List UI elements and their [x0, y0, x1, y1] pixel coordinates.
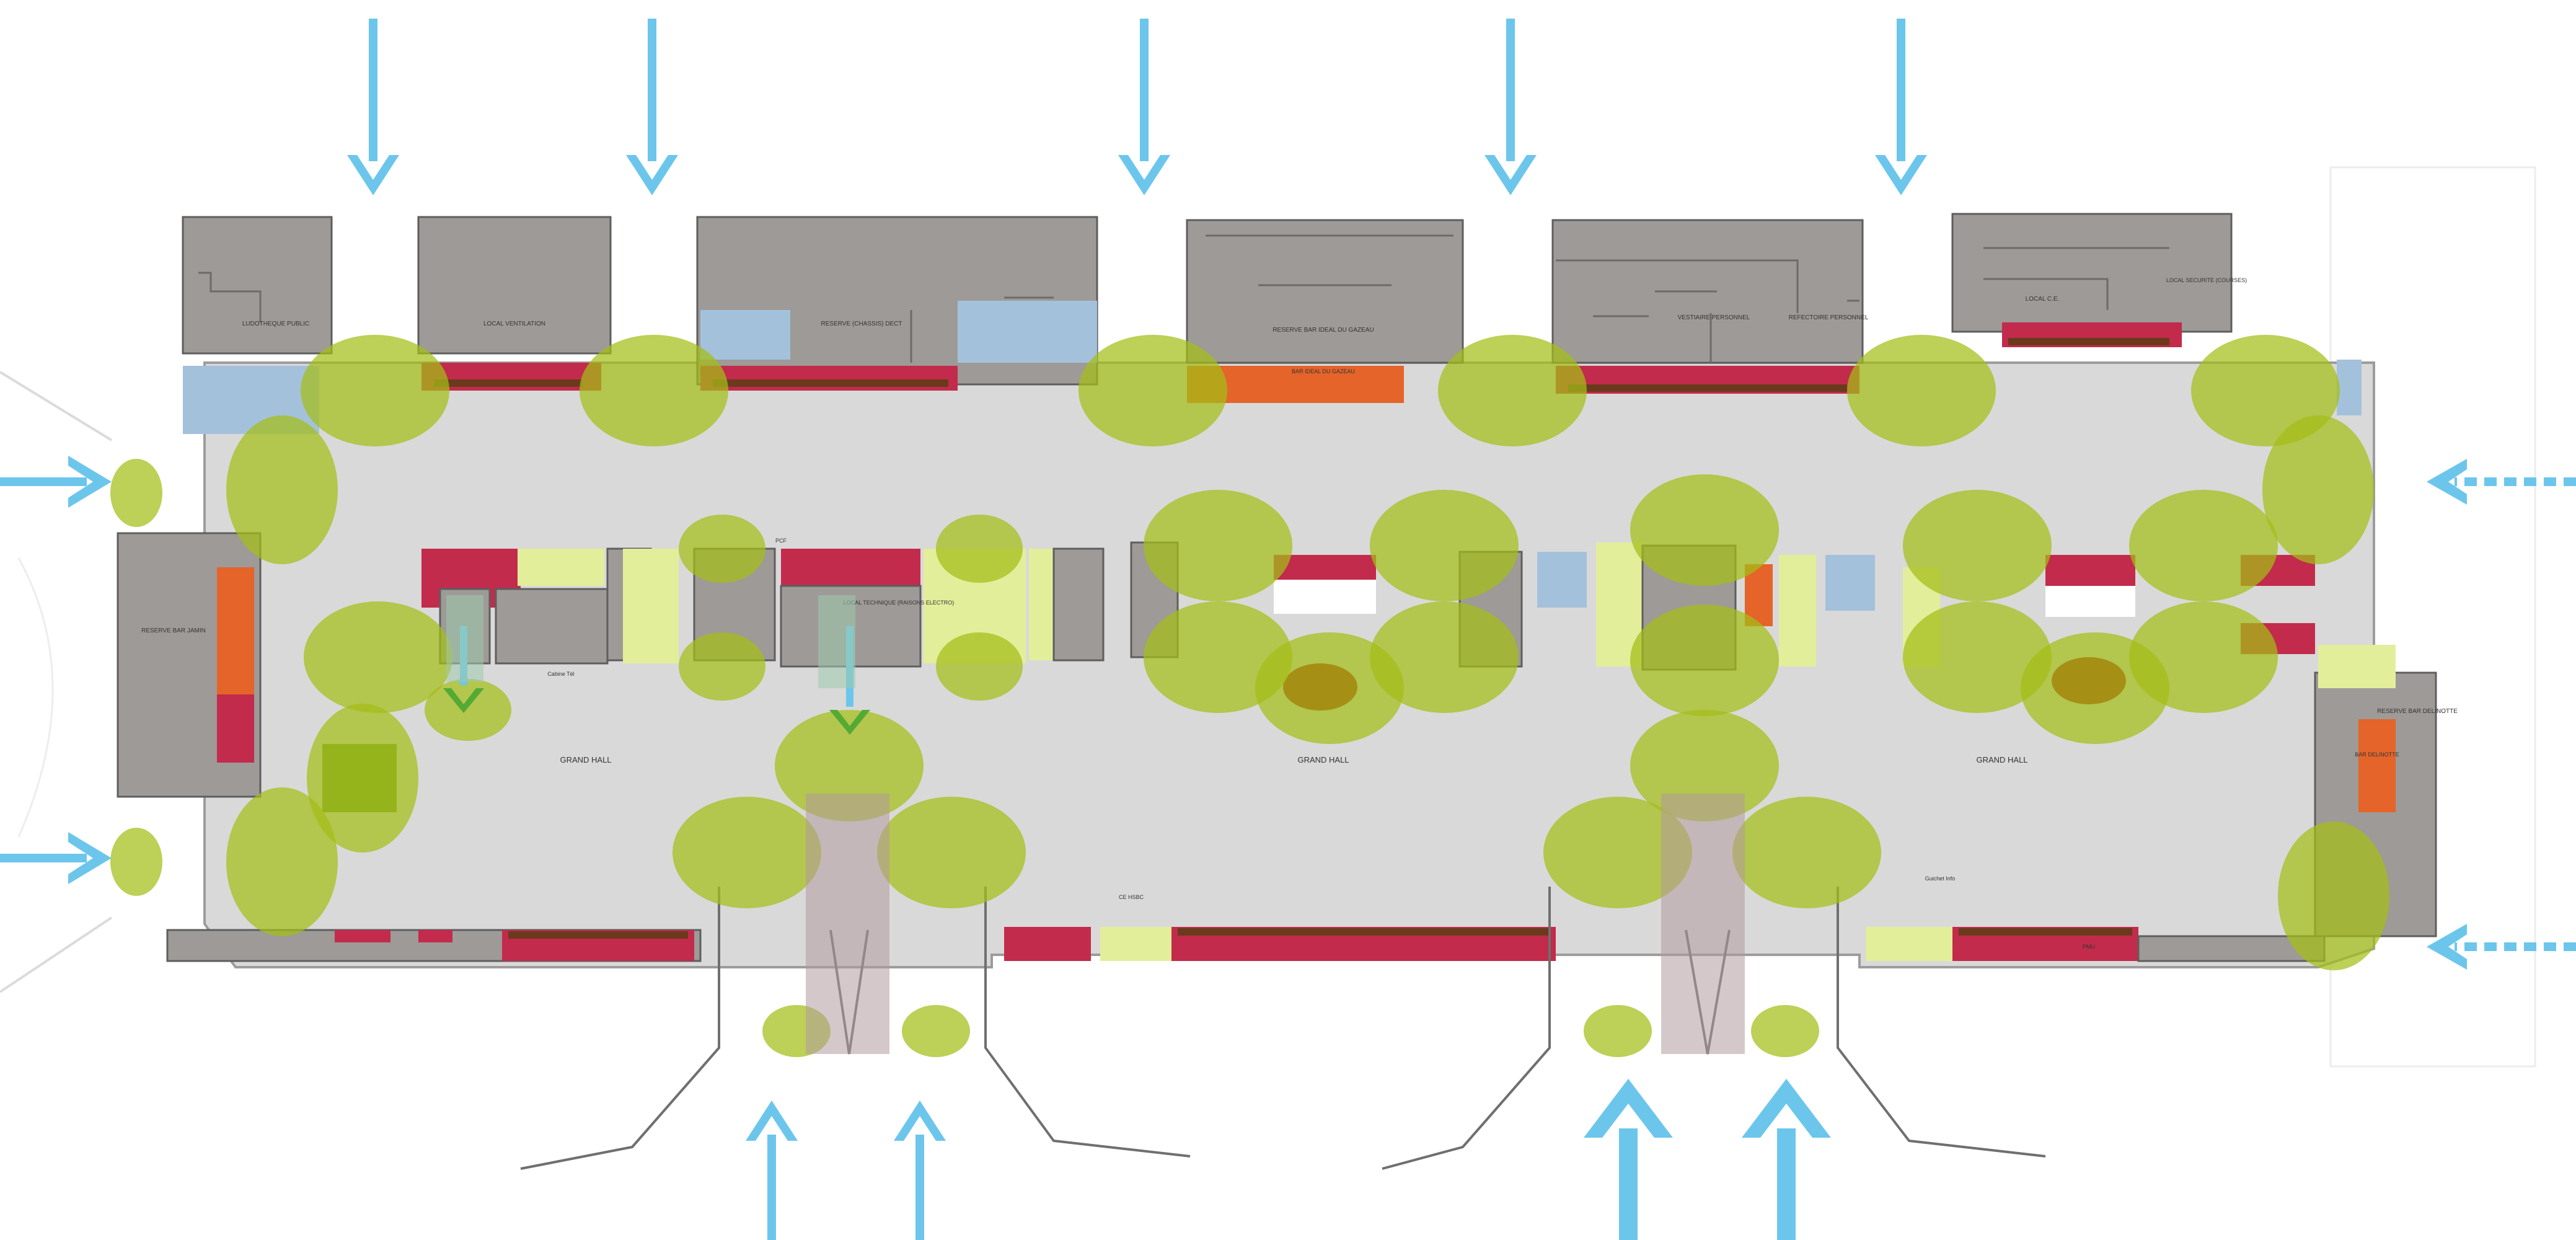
cabine-label: Cabine Tél: [547, 671, 574, 677]
local-ce-label: LOCAL C.E.: [2026, 296, 2060, 303]
arrow-up-icon: [746, 1100, 798, 1240]
grand-hall-label-3: GRAND HALL: [1976, 755, 2027, 764]
arrow-left-dashed-icon: [2427, 459, 2576, 505]
stair-corridors: [446, 595, 1745, 1054]
arrow-down-icon: [1484, 19, 1537, 195]
right-flow-arrows: [2427, 459, 2576, 970]
bottom-flow-arrows: [746, 1079, 1831, 1240]
crowd-zone: [1847, 335, 1996, 446]
vestiaire-label: VESTIAIRE PERSONNEL: [1678, 314, 1750, 321]
reserve-right-label: RESERVE BAR DELINOTTE: [2377, 708, 2458, 715]
crowd-zone: [1255, 632, 1404, 744]
crowd-zone: [301, 335, 449, 446]
local-technique-label: LOCAL TECHNIQUE (RAISONS ELECTRO): [844, 600, 955, 606]
crowd-zone: [679, 515, 765, 583]
crowd-zone: [1144, 601, 1292, 713]
guichet-label: Guichet Info: [1925, 875, 1956, 882]
bar-right-label: BAR DELINOTTE: [2355, 751, 2399, 758]
pcf-label: PCF: [775, 538, 787, 544]
crowd-zone: [1903, 490, 2052, 601]
crowd-zone: [1903, 601, 2052, 713]
arrow-up-large-icon: [1584, 1079, 1673, 1240]
reserve-bar-label: RESERVE BAR IDEAL DU GAZEAU: [1273, 327, 1374, 334]
crowd-zone: [226, 787, 338, 936]
crowd-zone: [936, 632, 1023, 701]
arrow-left-dashed-icon: [2427, 924, 2576, 970]
top-flow-arrows: [347, 19, 1927, 195]
crowd-zone: [1370, 490, 1519, 601]
crowd-zone: [425, 679, 511, 741]
crowd-zone: [679, 632, 765, 701]
arrow-down-icon: [1875, 19, 1927, 195]
crowd-zone: [1438, 335, 1587, 446]
arrow-down-icon: [626, 19, 678, 195]
crowd-zone: [307, 704, 418, 852]
refectoire-label: REFECTOIRE PERSONNEL: [1789, 314, 1869, 321]
crowd-zone: [304, 601, 452, 713]
pmu-label: PMU: [2083, 944, 2095, 950]
crowd-zone: [2021, 632, 2169, 744]
crowd-zone: [1370, 601, 1519, 713]
crowd-zone: [1144, 490, 1292, 601]
reserve-left-label: RESERVE BAR JAMIN: [141, 627, 206, 634]
crowd-zone: [1078, 335, 1227, 446]
grand-hall-label-1: GRAND HALL: [560, 755, 611, 764]
grand-hall-label-2: GRAND HALL: [1297, 755, 1349, 764]
ludotheque-label: LUDOTHEQUE PUBLIC: [242, 321, 309, 327]
arrow-down-icon: [1118, 19, 1170, 195]
arrow-up-large-icon: [1742, 1079, 1831, 1240]
crowd-zone: [110, 459, 162, 527]
local-ventilation-label: LOCAL VENTILATION: [483, 321, 545, 327]
crowd-zone: [902, 1005, 970, 1057]
crowd-zone: [673, 797, 821, 908]
arrow-up-icon: [894, 1100, 946, 1240]
crowd-zone: [877, 797, 1026, 908]
crowd-zone: [226, 415, 338, 564]
ce-hsbc-label: CE HSBC: [1119, 894, 1144, 900]
crowd-zones: [110, 335, 2389, 1057]
bar-ideal-label: BAR IDEAL DU GAZEAU: [1292, 368, 1355, 374]
reserve-chassis-label: RESERVE (CHASSIS) DECT: [821, 321, 902, 327]
local-securite-label: LOCAL SECURITE (COURSES): [2166, 277, 2247, 283]
crowd-zone: [2262, 415, 2374, 564]
crowd-zone: [2129, 490, 2278, 601]
crowd-zone: [110, 828, 162, 896]
crowd-zone: [1751, 1005, 1819, 1057]
arrow-down-icon: [347, 19, 399, 195]
crowd-zone: [1543, 797, 1692, 908]
arrow-right-icon: [0, 832, 112, 884]
bottom-counters: PMU CE HSBC Guichet Info: [166, 875, 2326, 962]
crowd-zone: [936, 515, 1023, 583]
crowd-zone: [1584, 1005, 1652, 1057]
crowd-zone: [1630, 604, 1779, 716]
left-flow-arrows: [0, 456, 112, 884]
crowd-zone: [1630, 474, 1779, 586]
arrow-right-icon: [0, 456, 112, 508]
crowd-zone: [2278, 822, 2389, 970]
crowd-zone: [580, 335, 728, 446]
crowd-zone: [1732, 797, 1881, 908]
